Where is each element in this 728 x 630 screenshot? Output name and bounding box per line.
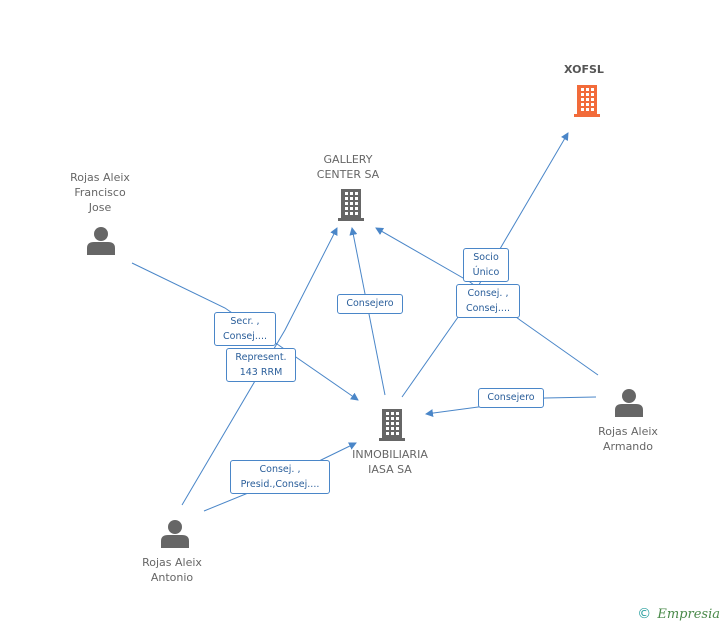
copyright-icon: © <box>637 606 652 622</box>
node-label-rojas-aleix-francisco[interactable]: Rojas Aleix Francisco Jose <box>70 171 130 214</box>
icons-layer <box>87 85 643 548</box>
node-label-rojas-aleix-armando[interactable]: Rojas Aleix Armando <box>598 425 658 453</box>
node-label-inmobiliaria-iasa[interactable]: INMOBILIARIA IASA SA <box>352 448 428 476</box>
edge-antonio-gallery <box>181 227 338 506</box>
edge-label-consejero-inmobiliaria-gallery[interactable]: Consejero <box>337 294 403 314</box>
node-label-rojas-aleix-antonio[interactable]: Rojas Aleix Antonio <box>142 556 202 584</box>
empresia-logo: Empresia <box>657 607 720 622</box>
edge-label-represent[interactable]: Represent. 143 RRM <box>226 348 296 382</box>
edge-label-consej-consej[interactable]: Consej. , Consej.... <box>456 284 520 318</box>
edge-label-consejero-armando[interactable]: Consejero <box>478 388 544 408</box>
person-icon-armando[interactable] <box>615 389 643 417</box>
node-label-xofsl[interactable]: XOFSL <box>564 63 604 76</box>
node-label-gallery-center[interactable]: GALLERY CENTER SA <box>316 153 380 181</box>
footer-brand: © Empresia <box>637 606 720 622</box>
edge-label-socio-unico[interactable]: Socio Único <box>463 248 509 282</box>
edge-francisco-inmobiliaria <box>131 262 359 401</box>
edge-armando-inmobiliaria <box>425 396 597 418</box>
edge-label-consej-presid[interactable]: Consej. , Presid.,Consej.... <box>230 460 330 494</box>
edge-label-secr-consej[interactable]: Secr. , Consej.... <box>214 312 276 346</box>
person-icon-francisco[interactable] <box>87 227 115 255</box>
building-icon-xofsl[interactable] <box>574 85 600 117</box>
building-icon-inmobiliaria[interactable] <box>379 409 405 441</box>
person-icon-antonio[interactable] <box>161 520 189 548</box>
building-icon-gallery-center[interactable] <box>338 189 364 221</box>
